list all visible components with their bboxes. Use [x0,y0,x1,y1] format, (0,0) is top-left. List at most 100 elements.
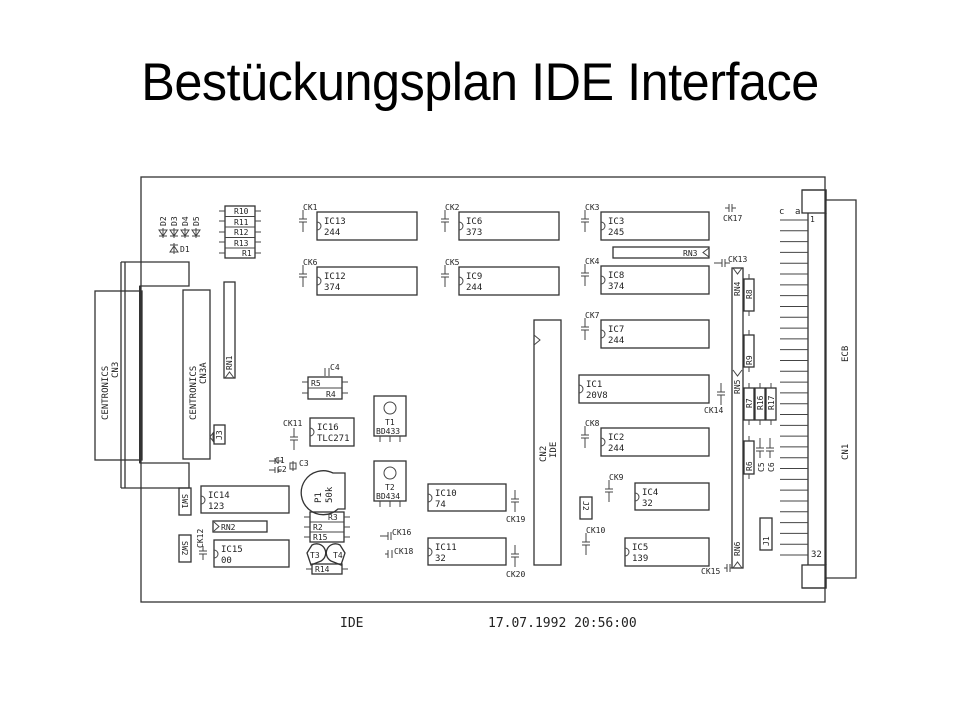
svg-text:P1: P1 [314,492,324,503]
cap-ck19: CK19 [506,490,525,524]
transistor-t4: T4 [325,543,346,566]
svg-text:CK8: CK8 [585,419,600,428]
cap-ck15: CK15 [701,564,736,576]
svg-text:CK17: CK17 [723,214,742,223]
svg-text:139: 139 [632,554,648,564]
resistor-stack: R10 R11 R12 R13 R1 [219,205,261,259]
diode-label: D3 [170,216,179,226]
svg-text:T1: T1 [385,418,395,427]
connector-cn2-ide: CN2 IDE [533,319,562,566]
transistor-t3: T3 [306,543,327,566]
svg-text:C4: C4 [330,363,340,372]
svg-text:244: 244 [466,283,482,293]
svg-text:32: 32 [642,499,653,509]
svg-text:IC12: IC12 [324,272,346,282]
svg-text:IC13: IC13 [324,217,346,227]
diode-label: D4 [181,216,190,226]
resistor-r8: R8 [743,274,755,316]
ic-ic12: IC12 374 [316,266,418,296]
cap-ck10: CK10 [582,526,605,555]
resistor-network-rn3: RN3 [612,246,710,259]
potentiometer-p1: P1 50k [300,470,346,516]
svg-text:R9: R9 [745,355,754,365]
svg-text:R7: R7 [745,398,754,408]
svg-text:D1: D1 [180,245,190,254]
svg-text:R5: R5 [311,379,321,388]
svg-text:C3: C3 [299,459,309,468]
svg-text:IC14: IC14 [208,491,230,501]
cap-c2: C2 [269,465,287,474]
svg-text:IDE: IDE [549,442,559,458]
resistor-label: R10 [234,207,249,216]
svg-text:374: 374 [324,283,340,293]
svg-text:IC5: IC5 [632,543,648,553]
svg-text:74: 74 [435,500,446,510]
resistor-network-rn1: RN1 [223,281,236,379]
ic-ic5: IC5 139 [624,537,710,567]
resistor-label: R13 [234,239,249,248]
resistor-r17: R17 [765,383,777,425]
cap-ck14: CK14 [704,383,725,415]
svg-text:CK6: CK6 [303,258,318,267]
svg-text:CK14: CK14 [704,406,723,415]
diode-label: D5 [192,216,201,226]
svg-text:CK20: CK20 [506,570,525,579]
svg-text:RN4: RN4 [733,281,742,296]
jumper-j1: J1 [759,517,773,551]
svg-text:244: 244 [608,444,624,454]
svg-text:CK9: CK9 [609,473,624,482]
svg-text:CK18: CK18 [394,547,413,556]
svg-text:IC15: IC15 [221,545,243,555]
svg-text:IC16: IC16 [317,423,339,433]
svg-text:C5: C5 [757,462,766,472]
ic-ic14: IC14 123 [200,485,290,514]
svg-text:R6: R6 [745,461,754,471]
cap-ck9: CK9 [605,473,624,502]
svg-text:CK12: CK12 [196,529,205,548]
svg-text:50k: 50k [325,486,335,503]
cap-ck7: CK7 [581,311,600,340]
svg-text:J1: J1 [762,536,771,546]
resistor-stack-r3-r2-r15: R3 R2 R15 [304,511,350,543]
cap-c4: C4 [324,363,340,376]
edge-connector-pins [780,219,808,556]
svg-text:CN3A: CN3A [199,362,209,384]
resistor-network-rn2: RN2 [212,520,268,533]
svg-text:R14: R14 [315,565,330,574]
ic-ic13: IC13 244 [316,211,418,241]
svg-text:J3: J3 [215,430,224,440]
ic-ic15: IC15 00 [213,539,290,568]
ic-ic3: IC3 245 [600,211,710,241]
cap-ck12: CK12 [196,529,207,560]
cap-ck13: CK13 [714,255,747,267]
svg-text:R17: R17 [767,395,776,410]
svg-text:CENTRONICS: CENTRONICS [189,366,199,420]
resistor-r14: R14 [306,563,348,575]
ic-ic9: IC9 244 [458,266,560,296]
resistor-network-bus: RN4 RN5 RN6 [731,267,744,569]
svg-text:RN1: RN1 [225,355,234,370]
resistor-label: R11 [234,218,249,227]
svg-text:BD434: BD434 [376,492,400,501]
svg-text:00: 00 [221,556,232,566]
footer-name: IDE [340,616,364,627]
resistor-r9: R9 [743,330,755,372]
svg-text:TLC271: TLC271 [317,434,350,444]
svg-text:RN6: RN6 [733,541,742,556]
footer-timestamp: 17.07.1992 20:56:00 [488,616,637,627]
switch-sw1: SW1 [178,487,192,516]
transistor-t1: T1 BD433 [373,395,407,442]
svg-text:IC2: IC2 [608,433,624,443]
svg-text:RN3: RN3 [683,249,698,258]
svg-text:245: 245 [608,228,624,238]
svg-text:CK3: CK3 [585,203,600,212]
svg-text:CK4: CK4 [585,257,600,266]
svg-text:T2: T2 [385,483,395,492]
svg-text:IC10: IC10 [435,489,457,499]
svg-text:C2: C2 [277,465,287,474]
diode-row: D2 D3 D4 D5 [158,216,201,238]
jumper-j2: J2 [579,496,593,520]
cap-ck3: CK3 [581,203,600,232]
svg-text:IC8: IC8 [608,271,624,281]
